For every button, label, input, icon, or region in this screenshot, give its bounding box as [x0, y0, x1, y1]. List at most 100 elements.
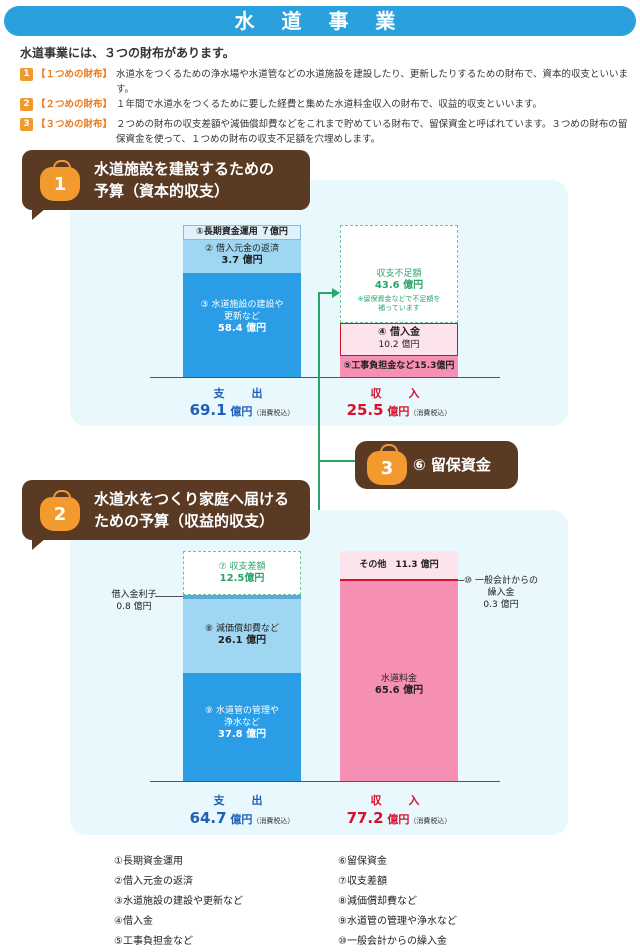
- shortfall-arrow-icon: [332, 288, 340, 298]
- point-3: 3 【３つめの財布】 ２つめの財布の収支差額や減価償却費などをこれまで貯めている…: [20, 117, 632, 147]
- legend-item: ②借入元金の返済: [114, 876, 193, 887]
- pipe-maintenance-label: ⑨ 水道管の管理や浄水など: [205, 706, 279, 728]
- reserve-fund-label: ⑥ 留保資金: [413, 456, 491, 474]
- point-2-number: 2: [20, 98, 33, 111]
- revenue-revenue-caption: 収 入: [370, 794, 428, 807]
- fund-flow-line: [318, 292, 320, 574]
- general-account-label: ⑩ 一般会計からの繰入金: [464, 576, 538, 598]
- water-charge-segment: 水道料金 65.6 億円: [340, 581, 458, 781]
- revenue-revenue-total-unit: 億円: [383, 813, 410, 826]
- reserve-fund-badge: 3 ⑥ 留保資金: [355, 441, 518, 489]
- capital-expense-total-num: 69.1: [189, 401, 227, 419]
- water-charge-value: 65.6 億円: [374, 685, 424, 696]
- point-1: 1 【１つめの財布】 水道水をつくるための浄水場や水道管などの水道施設を建設した…: [20, 67, 632, 97]
- contribution-segment: ⑤工事負担金など15.3億円: [340, 356, 458, 377]
- general-account-segment: [340, 579, 458, 581]
- legend-item: ⑥留保資金: [338, 856, 387, 867]
- borrowing-value: 10.2 億円: [378, 340, 420, 350]
- revenue-budget-title-1: 水道水をつくり家庭へ届ける: [94, 490, 290, 508]
- general-account-value: 0.3 億円: [483, 600, 519, 610]
- balance-segment: ⑦ 収支差額 12.5億円: [183, 551, 301, 595]
- point-2-label: 【２つめの財布】: [36, 99, 113, 110]
- revenue-expense-caption: 支 出: [213, 794, 271, 807]
- interest-label: 借入金利子: [111, 590, 157, 600]
- purse-1-icon: 1: [40, 160, 80, 201]
- purse-2-icon: 2: [40, 490, 80, 531]
- revenue-budget-badge: 2 水道水をつくり家庭へ届ける ための予算（収益的収支）: [22, 480, 310, 540]
- depreciation-value: 26.1 億円: [217, 635, 267, 646]
- point-3-label: 【３つめの財布】: [36, 119, 113, 130]
- legend-item: ③水道施設の建設や更新など: [114, 896, 243, 907]
- depreciation-segment: ⑧ 減価償却費など 26.1 億円: [183, 599, 301, 673]
- point-1-number: 1: [20, 68, 33, 81]
- general-account-callout: ⑩ 一般会計からの繰入金 0.3 億円: [462, 575, 540, 611]
- balance-label: ⑦ 収支差額: [218, 562, 266, 572]
- capital-expense-total: 69.1 億円（消費税込）: [172, 400, 312, 419]
- capital-budget-title-2: 予算（資本的収支）: [94, 182, 230, 200]
- revenue-budget-title-2: ための予算（収益的収支）: [94, 512, 275, 530]
- point-3-number: 3: [20, 118, 33, 131]
- shortfall-note: ※留保資金などで不足額を補っています: [357, 295, 441, 312]
- loan-repayment-segment: ② 借入元金の返済 3.7 億円: [183, 240, 301, 273]
- loan-repayment-label: ② 借入元金の返済: [205, 244, 279, 254]
- legend-item: ⑦収支差額: [338, 876, 387, 887]
- interest-callout: 借入金利子 0.8 億円: [104, 589, 164, 613]
- point-3-text: ２つめの財布の収支差額や減価償却費などをこれまで貯めている財布で、留保資金と呼ば…: [116, 119, 628, 145]
- capital-revenue-tax: （消費税込）: [409, 409, 452, 417]
- legend-item: ⑩一般会計からの繰入金: [338, 936, 447, 947]
- interest-value: 0.8 億円: [116, 602, 152, 612]
- point-1-label: 【１つめの財布】: [36, 69, 113, 80]
- legend-left: ①長期資金運用 ②借入元金の返済 ③水道施設の建設や更新など ④借入金 ⑤工事負…: [114, 852, 314, 952]
- shortfall-segment: 収支不足額 43.6 億円 ※留保資金などで不足額を補っています: [340, 225, 458, 323]
- baseline-2: [150, 781, 500, 782]
- legend-item: ⑧減価償却費など: [338, 896, 417, 907]
- interest-leader: [155, 596, 183, 597]
- baseline-1: [150, 377, 500, 378]
- legend-item: ④借入金: [114, 916, 153, 927]
- legend-item: ⑨水道管の管理や浄水など: [338, 916, 457, 927]
- loan-repayment-value: 3.7 億円: [221, 255, 263, 266]
- revenue-expense-total: 64.7 億円（消費税込）: [172, 808, 312, 827]
- intro-text: 水道事業には、３つの財布があります。: [20, 46, 235, 60]
- page-title: 水 道 事 業: [4, 6, 636, 36]
- point-2-text: １年間で水道水をつくるために要した経費と集めた水道料金収入の財布で、収益的収支と…: [116, 99, 542, 110]
- other-revenue-segment: その他 11.3 億円: [340, 551, 458, 579]
- capital-expense-tax: （消費税込）: [252, 409, 295, 417]
- purse-3-icon: 3: [367, 444, 407, 485]
- revenue-revenue-total: 77.2 億円（消費税込）: [329, 808, 469, 827]
- revenue-budget-panel: [70, 510, 568, 835]
- capital-revenue-total: 25.5 億円（消費税込）: [329, 400, 469, 419]
- legend-item: ①長期資金運用: [114, 856, 183, 867]
- legend-right: ⑥留保資金 ⑦収支差額 ⑧減価償却費など ⑨水道管の管理や浄水など ⑩一般会計か…: [338, 852, 538, 952]
- long-term-fund-label: ①長期資金運用 ７億円: [196, 227, 288, 237]
- shortfall-label: 収支不足額: [376, 269, 422, 279]
- revenue-revenue-tax: （消費税込）: [409, 817, 452, 825]
- contribution-label: ⑤工事負担金など15.3億円: [343, 361, 455, 371]
- capital-expense-total-unit: 億円: [226, 405, 253, 418]
- badge-2-tail: [32, 538, 46, 550]
- balance-value: 12.5億円: [219, 573, 265, 584]
- shortfall-connector: [318, 292, 336, 294]
- capital-budget-badge: 1 水道施設を建設するための 予算（資本的収支）: [22, 150, 310, 210]
- other-revenue-label: その他 11.3 億円: [359, 560, 439, 570]
- pipe-maintenance-segment: ⑨ 水道管の管理や浄水など 37.8 億円: [183, 673, 301, 781]
- pipe-maintenance-value: 37.8 億円: [217, 729, 267, 740]
- interest-segment: [183, 595, 301, 599]
- reserve-connector: [318, 460, 358, 462]
- capital-revenue-total-num: 25.5: [346, 401, 384, 419]
- facility-construction-segment: ③ 水道施設の建設や更新など 58.4 億円: [183, 273, 301, 377]
- long-term-fund-segment: ①長期資金運用 ７億円: [183, 225, 301, 240]
- legend-item: ⑤工事負担金など: [114, 936, 193, 947]
- borrowing-segment: ④ 借入金 10.2 億円: [340, 323, 458, 356]
- water-charge-label: 水道料金: [380, 674, 417, 684]
- depreciation-label: ⑧ 減価償却費など: [205, 624, 279, 634]
- point-1-text: 水道水をつくるための浄水場や水道管などの水道施設を建設したり、更新したりするため…: [116, 69, 629, 95]
- capital-budget-title-1: 水道施設を建設するための: [94, 160, 275, 178]
- revenue-expense-tax: （消費税込）: [252, 817, 295, 825]
- general-account-leader: [458, 580, 464, 581]
- facility-construction-value: 58.4 億円: [217, 323, 267, 334]
- capital-revenue-caption: 収 入: [370, 387, 428, 400]
- point-2: 2 【２つめの財布】 １年間で水道水をつくるために要した経費と集めた水道料金収入…: [20, 97, 632, 112]
- revenue-revenue-total-num: 77.2: [346, 809, 384, 827]
- badge-1-tail: [32, 208, 46, 220]
